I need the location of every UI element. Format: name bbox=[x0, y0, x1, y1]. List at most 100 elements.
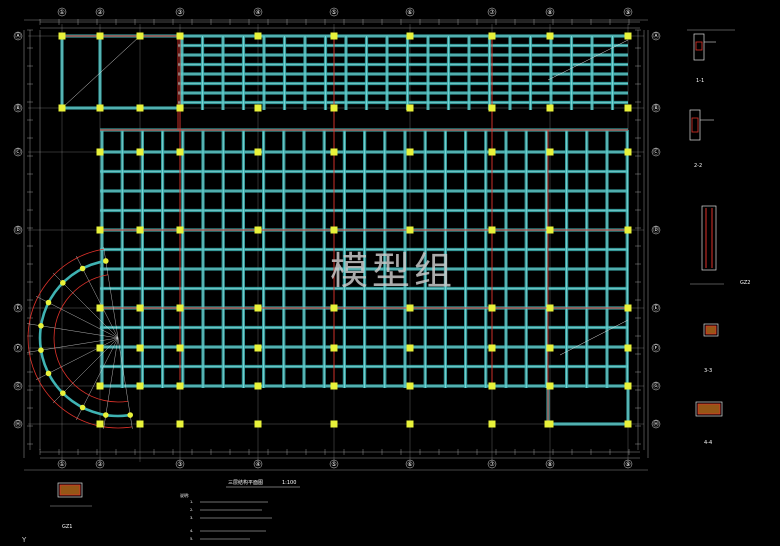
column-marker bbox=[176, 382, 184, 390]
axis-label: Ⓓ bbox=[15, 226, 21, 234]
axis-bubble bbox=[253, 7, 263, 17]
column-marker bbox=[546, 304, 554, 312]
axis-bubble bbox=[651, 103, 661, 113]
column-marker bbox=[176, 420, 184, 428]
column-marker bbox=[488, 344, 496, 352]
axis-label: Ⓒ bbox=[653, 148, 659, 156]
dimension-lines bbox=[27, 19, 645, 459]
detail-3-3: 3-3 bbox=[703, 323, 719, 374]
axis-bubble bbox=[329, 459, 339, 469]
detail-1-1: 1-1 bbox=[687, 29, 735, 84]
column-marker bbox=[254, 344, 262, 352]
detail-2-2: 2-2 bbox=[689, 109, 714, 169]
column-marker bbox=[330, 420, 338, 428]
axis-label: ② bbox=[97, 9, 103, 16]
column-marker bbox=[406, 226, 414, 234]
axis-bubble bbox=[253, 459, 263, 469]
column-marker bbox=[406, 420, 414, 428]
column-marker bbox=[546, 32, 554, 40]
axis-label: Ⓔ bbox=[653, 304, 659, 312]
column-marker bbox=[624, 420, 632, 428]
column-marker bbox=[58, 32, 66, 40]
drawing-scale: 1:100 bbox=[282, 480, 296, 486]
column-marker bbox=[624, 148, 632, 156]
axis-label: ⑥ bbox=[407, 9, 412, 16]
axis-bubble bbox=[13, 303, 23, 313]
axis-bubble bbox=[651, 31, 661, 41]
column-marker bbox=[176, 304, 184, 312]
column-marker bbox=[96, 382, 104, 390]
column-marker bbox=[58, 104, 66, 112]
column-marker bbox=[624, 304, 632, 312]
axis-bubble bbox=[13, 103, 23, 113]
column-marker bbox=[136, 226, 144, 234]
axis-label: ⑨ bbox=[625, 461, 630, 468]
column-marker bbox=[624, 226, 632, 234]
detail-4-4: 4-4 bbox=[695, 401, 723, 446]
column-marker bbox=[102, 258, 109, 264]
axis-bubble bbox=[57, 459, 67, 469]
column-marker bbox=[546, 148, 554, 156]
column-marker bbox=[624, 344, 632, 352]
axis-label: ⑥ bbox=[407, 461, 412, 468]
column-marker bbox=[330, 304, 338, 312]
column-marker bbox=[488, 420, 496, 428]
axis-bubble bbox=[651, 343, 661, 353]
axis-bubble bbox=[95, 459, 105, 469]
column-marker bbox=[96, 104, 104, 112]
column-marker bbox=[96, 226, 104, 234]
column-marker bbox=[96, 420, 104, 428]
column-marker bbox=[488, 148, 496, 156]
column-marker bbox=[60, 390, 66, 396]
axis-bubble bbox=[487, 7, 497, 17]
column-marker bbox=[254, 148, 262, 156]
note-item: 2. bbox=[190, 508, 193, 512]
column-marker bbox=[254, 382, 262, 390]
axis-bubble bbox=[545, 459, 555, 469]
detail-label: 3-3 bbox=[704, 368, 712, 374]
column-marker bbox=[136, 148, 144, 156]
column-marker bbox=[136, 104, 144, 112]
axis-bubble bbox=[623, 7, 633, 17]
axis-label: Ⓑ bbox=[653, 104, 659, 112]
axis-label: ① bbox=[59, 461, 64, 468]
axis-label: ③ bbox=[177, 461, 182, 468]
axis-bubble bbox=[13, 419, 23, 429]
axis-bubble bbox=[175, 459, 185, 469]
column-marker bbox=[176, 226, 184, 234]
axis-bubble bbox=[545, 7, 555, 17]
axis-label: ④ bbox=[255, 461, 260, 468]
axis-label: Ⓖ bbox=[15, 382, 21, 390]
axis-bubble bbox=[57, 7, 67, 17]
axis-bubble bbox=[623, 459, 633, 469]
curved-bay bbox=[27, 247, 134, 429]
axis-label: ⑤ bbox=[331, 461, 336, 468]
axis-label: Ⓔ bbox=[15, 304, 21, 312]
column-marker bbox=[406, 344, 414, 352]
axis-bubble bbox=[13, 31, 23, 41]
column-marker bbox=[330, 344, 338, 352]
column-marker bbox=[406, 304, 414, 312]
column-marker bbox=[406, 148, 414, 156]
axis-label: ① bbox=[59, 9, 64, 16]
svg-text:Y: Y bbox=[21, 536, 27, 544]
column-marker bbox=[45, 299, 52, 306]
axis-label: ⑦ bbox=[489, 9, 495, 16]
detail-label: 1-1 bbox=[696, 78, 704, 84]
axis-label: Ⓖ bbox=[653, 382, 659, 390]
axis-bubble bbox=[95, 7, 105, 17]
note-item: 1. bbox=[190, 500, 193, 504]
column-marker bbox=[136, 382, 144, 390]
column-marker bbox=[254, 420, 262, 428]
axis-bubble bbox=[329, 7, 339, 17]
column-marker bbox=[96, 344, 104, 352]
drawing-title-block: 三层结构平面图 1:100 bbox=[226, 479, 300, 488]
axis-bubble bbox=[651, 147, 661, 157]
column-marker bbox=[330, 148, 338, 156]
axis-bubble bbox=[405, 7, 415, 17]
axis-label: ② bbox=[97, 461, 103, 468]
column-marker bbox=[79, 265, 86, 272]
detail-label: GZ1 bbox=[62, 524, 72, 530]
